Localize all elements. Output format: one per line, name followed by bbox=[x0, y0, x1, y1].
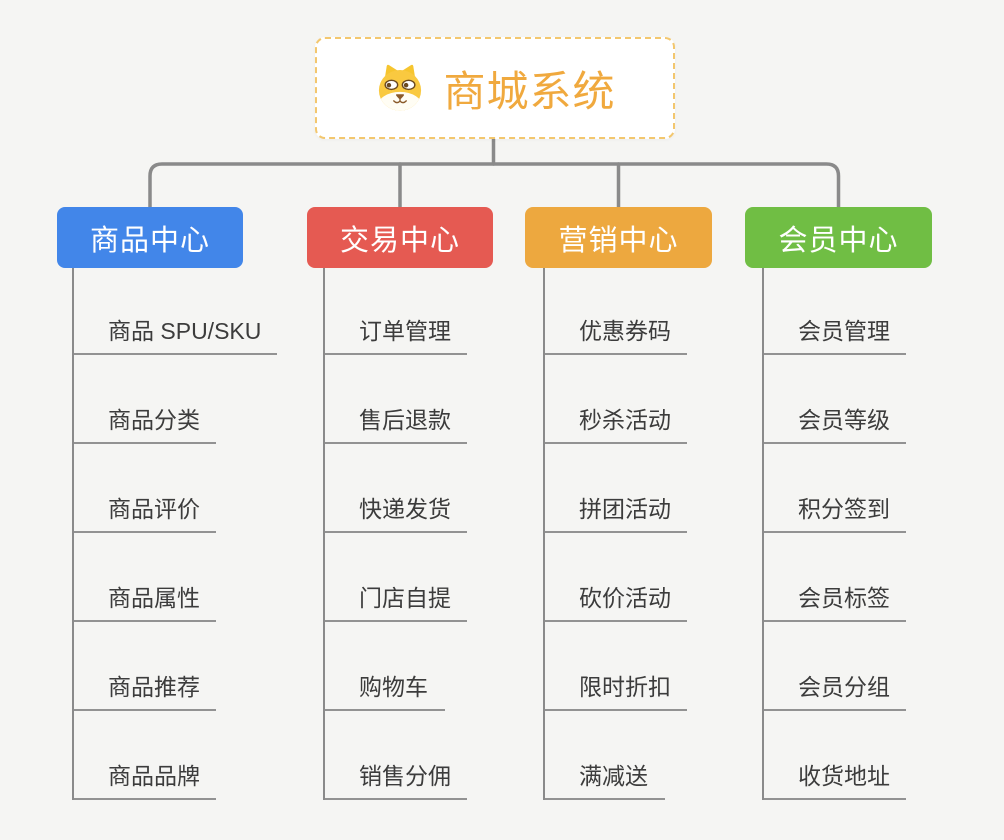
leaf-topic[interactable]: 订单管理 bbox=[325, 268, 467, 355]
leaf-topic[interactable]: 商品属性 bbox=[74, 533, 216, 622]
dog-face-icon bbox=[379, 64, 422, 111]
leaf-topic[interactable]: 商品 SPU/SKU bbox=[74, 268, 278, 355]
leaf-topic[interactable]: 优惠券码 bbox=[545, 268, 687, 355]
branch-items-trade-center: 订单管理 售后退款 快递发货 门店自提 购物车 销售分佣 bbox=[323, 268, 467, 800]
leaf-topic[interactable]: 秒杀活动 bbox=[545, 355, 687, 444]
leaf-topic[interactable]: 会员分组 bbox=[764, 622, 906, 711]
branch-items-product-center: 商品 SPU/SKU 商品分类 商品评价 商品属性 商品推荐 商品品牌 bbox=[72, 268, 278, 800]
branch-header-marketing-center[interactable]: 营销中心 bbox=[525, 207, 712, 268]
branch-items-marketing-center: 优惠券码 秒杀活动 拼团活动 砍价活动 限时折扣 满减送 bbox=[543, 268, 687, 800]
leaf-topic[interactable]: 门店自提 bbox=[325, 533, 467, 622]
leaf-topic[interactable]: 满减送 bbox=[545, 711, 665, 800]
leaf-topic[interactable]: 快递发货 bbox=[325, 444, 467, 533]
branch-header-member-center[interactable]: 会员中心 bbox=[745, 207, 932, 268]
leaf-topic[interactable]: 商品分类 bbox=[74, 355, 216, 444]
branch-header-trade-center[interactable]: 交易中心 bbox=[307, 207, 493, 268]
branch-header-product-center[interactable]: 商品中心 bbox=[57, 207, 243, 268]
leaf-topic[interactable]: 商品推荐 bbox=[74, 622, 216, 711]
root-topic-label: 商城系统 bbox=[443, 67, 616, 115]
leaf-topic[interactable]: 会员管理 bbox=[764, 268, 906, 355]
leaf-topic[interactable]: 会员标签 bbox=[764, 533, 906, 622]
leaf-topic[interactable]: 会员等级 bbox=[764, 355, 906, 444]
leaf-topic[interactable]: 商品品牌 bbox=[74, 711, 216, 800]
leaf-topic[interactable]: 限时折扣 bbox=[545, 622, 687, 711]
leaf-topic[interactable]: 收货地址 bbox=[764, 711, 906, 800]
leaf-topic[interactable]: 售后退款 bbox=[325, 355, 467, 444]
branch-items-member-center: 会员管理 会员等级 积分签到 会员标签 会员分组 收货地址 bbox=[762, 268, 906, 800]
leaf-topic[interactable]: 积分签到 bbox=[764, 444, 906, 533]
leaf-topic[interactable]: 砍价活动 bbox=[545, 533, 687, 622]
leaf-topic[interactable]: 商品评价 bbox=[74, 444, 216, 533]
leaf-topic[interactable]: 拼团活动 bbox=[545, 444, 687, 533]
root-topic[interactable]: 商城系统 bbox=[315, 37, 675, 139]
leaf-topic[interactable]: 销售分佣 bbox=[325, 711, 467, 800]
leaf-topic[interactable]: 购物车 bbox=[325, 622, 445, 711]
